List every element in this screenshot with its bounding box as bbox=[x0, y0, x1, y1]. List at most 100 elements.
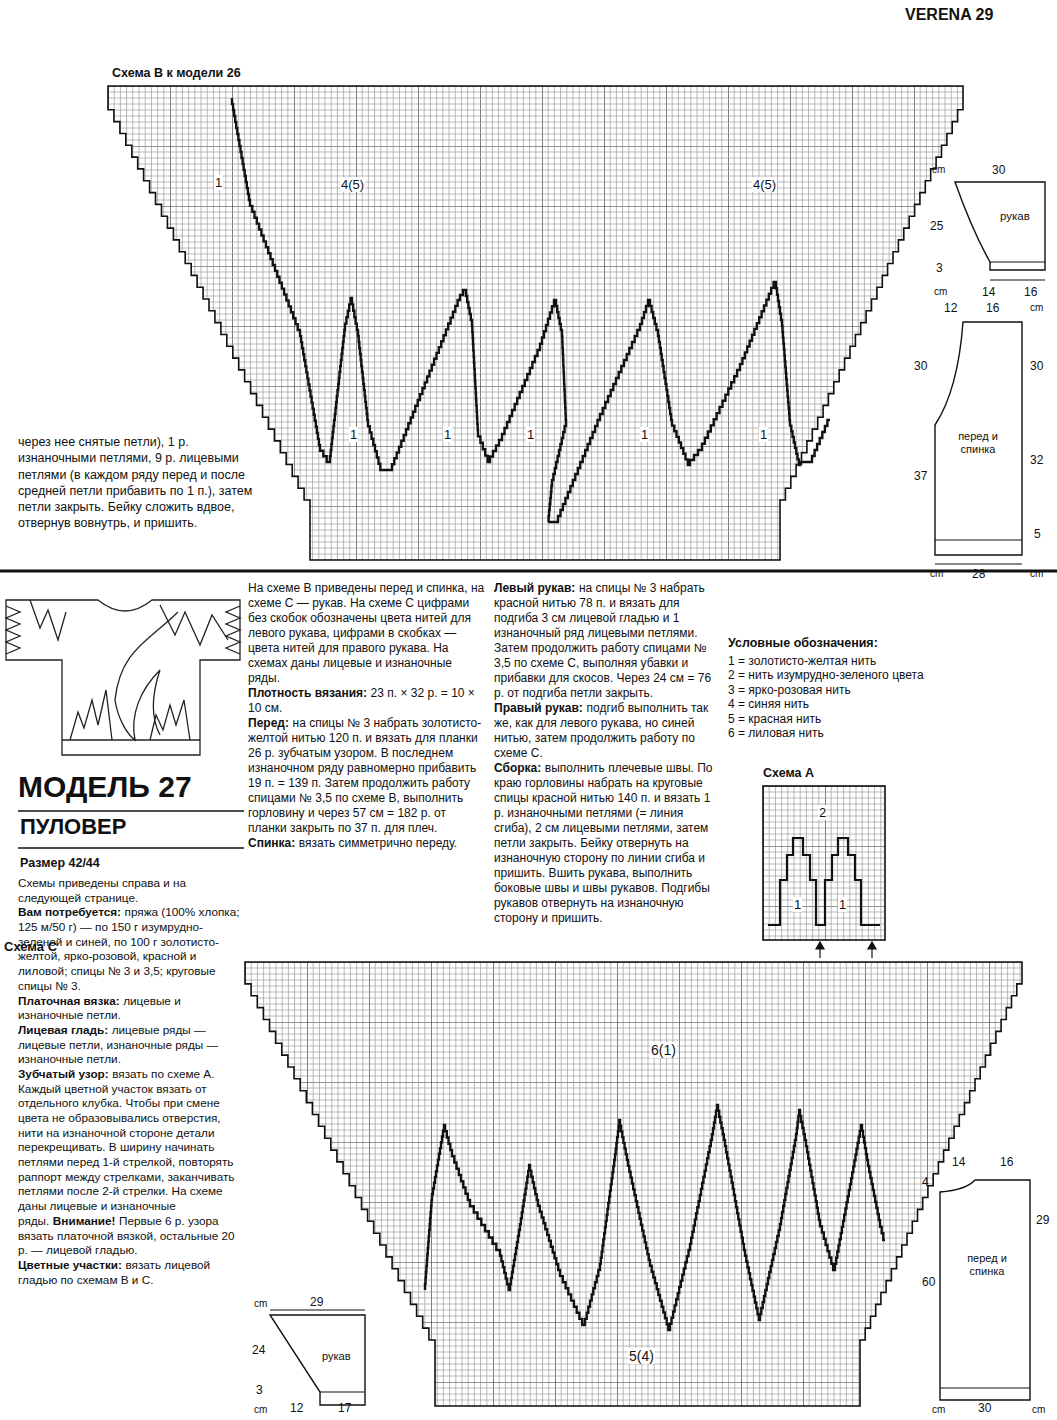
pattern-piece-outline bbox=[955, 182, 1045, 270]
text-anchor: 16 bbox=[1024, 286, 1037, 300]
paragraph: Спинка: вязать симметрично переду. bbox=[248, 836, 486, 851]
bold-heading: Вам потребуется: bbox=[18, 905, 121, 918]
dimension-label: 16 bbox=[1000, 1155, 1013, 1169]
piece-name: рукав bbox=[322, 1350, 351, 1362]
text-anchor: 5(4) bbox=[628, 1348, 655, 1364]
text-anchor: Схема В к модели 26 bbox=[112, 66, 241, 80]
text-anchor: 1 bbox=[526, 428, 535, 443]
text-anchor: 2 bbox=[818, 806, 827, 821]
bold-heading: Перед: bbox=[248, 716, 289, 730]
text-anchor: cm bbox=[254, 1298, 267, 1310]
front-back-piece: перед и спинка bbox=[933, 320, 1024, 557]
cuff-zigzag bbox=[6, 606, 20, 654]
outline-group bbox=[270, 1315, 365, 1405]
text-anchor: перед и спинка bbox=[953, 430, 1003, 455]
bold-heading: Лицевая гладь: bbox=[18, 1023, 108, 1036]
dimension-label: cm bbox=[930, 568, 943, 579]
paragraph: Вам потребуется:пряжа (100% хлопка; 125 … bbox=[18, 905, 246, 993]
text-anchor: 1 bbox=[793, 898, 802, 913]
dimension-label: cm bbox=[1030, 568, 1043, 579]
text-anchor: 37 bbox=[914, 470, 927, 484]
flame-motif bbox=[70, 690, 112, 740]
text-anchor: 60 bbox=[922, 1276, 935, 1290]
text-anchor: 1 bbox=[349, 428, 358, 443]
paragraph: Перед:на спицы № 3 набрать золотисто-жел… bbox=[248, 716, 486, 836]
piece-outline bbox=[938, 1178, 1032, 1402]
chart-title: Схема А bbox=[763, 766, 814, 780]
legend-text: 2 = нить изумрудно-зеленого цвета bbox=[728, 668, 924, 682]
body-text: Схемы приведены справа и на следующей ст… bbox=[18, 876, 186, 904]
page-header: VERENA 29 bbox=[905, 6, 993, 23]
dimension-label: 25 bbox=[930, 219, 943, 233]
dimension-label: 29 bbox=[310, 1295, 323, 1309]
text-anchor: 6(1) bbox=[650, 1042, 677, 1058]
text-anchor: ПУЛОВЕР bbox=[20, 814, 126, 839]
hem-line bbox=[940, 1388, 1030, 1389]
arrow-head bbox=[868, 942, 876, 949]
paragraph: Плотность вязания:23 п. × 32 р. = 10 × 1… bbox=[248, 686, 486, 716]
front-back-piece: перед и спинка bbox=[938, 1178, 1032, 1402]
dimension-line bbox=[935, 564, 1022, 565]
chart-tooth-pattern: Схема А211 bbox=[763, 786, 885, 941]
text-anchor: cm bbox=[934, 286, 947, 298]
color-number: 4(5) bbox=[752, 177, 777, 192]
dimension-label: 4 bbox=[922, 1175, 929, 1189]
paragraph: Зубчатый узор:вязать по схеме А. Каждый … bbox=[18, 1067, 246, 1258]
text-anchor: 4(5) bbox=[752, 178, 777, 193]
title-rule bbox=[18, 810, 244, 812]
paragraph: Левый рукав:на спицы № 3 набрать красной… bbox=[494, 581, 722, 701]
piece-outline bbox=[268, 1313, 368, 1407]
body-text: пряжа (100% хлопка; 125 м/50 г) — по 150… bbox=[18, 905, 240, 991]
dimension-label: 32 bbox=[1030, 453, 1043, 467]
color-number: 6(1) bbox=[650, 1042, 677, 1058]
text-anchor: 29 bbox=[1036, 1214, 1049, 1228]
text-anchor: 28 bbox=[972, 568, 985, 582]
legend-entry: 6 = лиловая нить bbox=[728, 726, 953, 740]
dimension-label: 3 bbox=[256, 1383, 263, 1397]
text-anchor: 1 bbox=[759, 428, 768, 443]
text-anchor: cm bbox=[1030, 302, 1043, 314]
bold-heading: Сборка: bbox=[494, 761, 541, 775]
text-anchor: 1 bbox=[838, 898, 847, 913]
text-anchor: cm bbox=[930, 568, 943, 580]
paragraph: Цветные участки:вязать лицевой гладью по… bbox=[18, 1258, 246, 1287]
dimension-label: 37 bbox=[914, 469, 927, 483]
dimension-label: 24 bbox=[252, 1343, 265, 1357]
text-anchor: рукав bbox=[1000, 210, 1030, 223]
text-anchor: 30 bbox=[978, 1402, 991, 1416]
bold-heading: Внимание! bbox=[53, 1214, 116, 1227]
piece-name: перед и спинка bbox=[967, 1252, 1007, 1277]
paragraph: Платочная вязка:лицевые и изнаночные пет… bbox=[18, 994, 246, 1023]
legend-heading: Условные обозначения: bbox=[728, 636, 878, 650]
legend-entry: 3 = ярко-розовая нить bbox=[728, 683, 953, 697]
color-number: 1 bbox=[349, 427, 358, 442]
hem-line bbox=[62, 739, 200, 740]
dimension-label: 3 bbox=[936, 261, 943, 275]
text-anchor: Размер 42/44 bbox=[20, 856, 100, 870]
bold-heading: Спинка: bbox=[248, 836, 295, 850]
text-anchor: cm bbox=[1030, 568, 1043, 580]
dimension-label: 5 bbox=[1034, 527, 1041, 541]
page-title: МОДЕЛЬ 27 bbox=[18, 770, 192, 803]
text-anchor: 4 bbox=[922, 1176, 929, 1190]
legend-text: 5 = красная нить bbox=[728, 712, 821, 726]
text-anchor: Условные обозначения: bbox=[728, 636, 878, 650]
text-anchor: перед и спинка bbox=[962, 1252, 1012, 1277]
text-anchor: 29 bbox=[310, 1296, 323, 1310]
text-anchor: 30 bbox=[1030, 360, 1043, 374]
text-anchor: 3 bbox=[936, 262, 943, 276]
text-anchor: 1 bbox=[443, 428, 452, 443]
text-anchor: 1 bbox=[214, 176, 223, 191]
dimension-label: cm bbox=[254, 1404, 267, 1415]
dimension-label: 12 bbox=[290, 1401, 303, 1415]
color-number: 1 bbox=[526, 427, 535, 442]
legend-entry: 1 = золотисто-желтая нить bbox=[728, 654, 953, 668]
sleeve-piece: рукав bbox=[268, 1313, 368, 1407]
dimension-label: cm bbox=[254, 1298, 267, 1309]
text-anchor: 16 bbox=[986, 302, 999, 316]
motif-outline bbox=[768, 838, 880, 925]
body-text: вязать симметрично переду. bbox=[299, 836, 457, 850]
body-text: выполнить плечевые швы. По краю горловин… bbox=[494, 761, 712, 925]
text-anchor: 32 bbox=[1030, 454, 1043, 468]
